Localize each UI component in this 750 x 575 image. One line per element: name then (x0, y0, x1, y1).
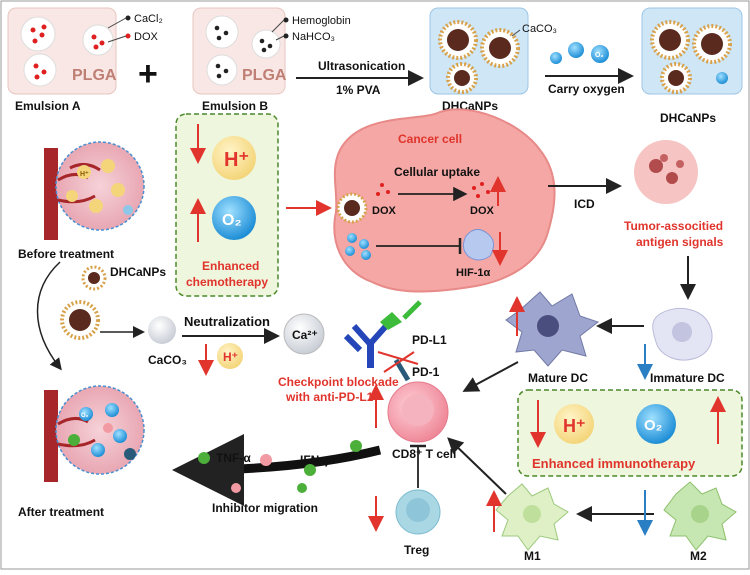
dhcanps-caption-2: DHCaNPs (660, 111, 716, 125)
dox-label-top: DOX (134, 31, 159, 43)
immuno-o2-label: O₂ (644, 417, 662, 434)
caco3-label-top: CaCO₃ (522, 23, 557, 35)
immuno-h-label: H⁺ (563, 416, 586, 436)
tumor-signals-line2: antigen signals (636, 235, 724, 249)
dhcanps-box-2: DHCaNPs (641, 7, 743, 125)
treg-label: Treg (404, 543, 429, 557)
cancer-cell: Cancer cell DOX Cellular uptake DOX HIF-… (333, 108, 556, 293)
chemo-o2-icon (212, 196, 256, 240)
cellular-uptake-label: Cellular uptake (394, 165, 480, 179)
emulsion-b-caption: Emulsion B (202, 99, 268, 113)
m2-macrophage (663, 481, 737, 551)
chemo-panel: H⁺ O₂ Enhanced chemotherapy (175, 113, 279, 297)
mature-dc-label: Mature DC (528, 371, 588, 385)
m2-label: M2 (690, 549, 707, 563)
plga-label-a: PLGA (72, 67, 117, 84)
chemo-o2-label: O₂ (222, 212, 242, 229)
m1-label: M1 (524, 549, 541, 563)
ifn-label: IFN-γ (300, 453, 330, 467)
enhanced-immuno-label: Enhanced immunotherapy (532, 456, 696, 471)
cacl2-label: CaCl₂ (134, 13, 163, 25)
checkpoint-line1: Checkpoint blockade (278, 375, 399, 389)
cd8-nucleus (402, 394, 434, 426)
emulsion-b: Hemoglobin NaHCO₃ PLGA Emulsion B (192, 7, 351, 113)
pd-1-label: PD-1 (412, 365, 440, 379)
cancer-cell-label: Cancer cell (398, 132, 462, 146)
plga-label-b: PLGA (242, 67, 287, 84)
before-treatment-label: Before treatment (18, 247, 114, 261)
plus-sign: + (138, 55, 158, 93)
immuno-o2-icon (636, 404, 676, 444)
treatment-curve-arrow (36, 261, 62, 371)
caco3-sphere (148, 316, 176, 344)
dox-label-2: DOX (470, 205, 495, 217)
tumor-o2-label: O₂ (81, 413, 89, 419)
immature-dc-label: Immature DC (650, 371, 725, 385)
neutral-h-icon (217, 343, 243, 369)
immuno-h-icon (554, 404, 594, 444)
tnf-label: TNF-α (216, 451, 251, 465)
caco3-label-bottom: CaCO₃ (148, 353, 187, 367)
dc-to-tcell-arrow (462, 361, 519, 392)
tumor-h-label: H⁺ (80, 171, 89, 178)
o2-small-label: O₂ (595, 52, 604, 59)
dhcanps-mid-label: DHCaNPs (110, 265, 166, 279)
emulsion-a: CaCl₂ DOX PLGA Emulsion A (7, 7, 163, 113)
hif-label: HIF-1α (456, 267, 491, 279)
tumor-after: O₂ After treatment (18, 385, 145, 519)
dying-cell (634, 140, 698, 204)
oxygen-carry: O₂ Carry oxygen (545, 42, 634, 96)
enhanced-chemo-line1: Enhanced (202, 259, 259, 273)
ca-ion (283, 313, 325, 355)
enhanced-chemo-line2: chemotherapy (186, 275, 268, 289)
cytokine-arrow (172, 433, 382, 506)
dhcanps-box-1: CaCO₃ DHCaNPs (429, 7, 557, 113)
emulsion-a-caption: Emulsion A (15, 99, 81, 113)
treg-nucleus (406, 498, 430, 522)
inhibitor-migration-label: Inhibitor migration (212, 501, 318, 515)
ultrasonication-label: Ultrasonication (318, 59, 405, 73)
ca-label: Ca²⁺ (292, 328, 318, 342)
nahco3-label: NaHCO₃ (292, 31, 335, 43)
m1-macrophage (495, 483, 569, 551)
antibody (343, 300, 422, 382)
tumor-before: H⁺ Before treatment (18, 141, 145, 261)
pva-label: 1% PVA (336, 83, 381, 97)
dhcanps-small: DHCaNPs (60, 265, 166, 340)
icd-label: ICD (574, 197, 595, 211)
checkpoint-line2: with anti-PD-L1 (285, 390, 374, 404)
tumor-signals-line1: Tumor-associtied (624, 219, 723, 233)
hemoglobin-label: Hemoglobin (292, 15, 351, 27)
neutralization-label: Neutralization (184, 314, 270, 329)
after-treatment-label: After treatment (18, 505, 104, 519)
immuno-panel: H⁺ O₂ Enhanced immunotherapy (517, 389, 743, 477)
mature-dc (505, 291, 600, 367)
pd-l1-label: PD-L1 (412, 333, 447, 347)
m1-to-tcell-arrow (447, 437, 507, 495)
dox-label-1: DOX (372, 205, 397, 217)
chemo-h-icon (212, 136, 256, 180)
immature-dc (652, 307, 713, 361)
chemo-h-label: H⁺ (224, 149, 249, 171)
neutral-h-label: H⁺ (223, 350, 238, 364)
carry-oxygen-label: Carry oxygen (548, 82, 625, 96)
cd8-label: CD8⁺ T cell (392, 447, 456, 461)
